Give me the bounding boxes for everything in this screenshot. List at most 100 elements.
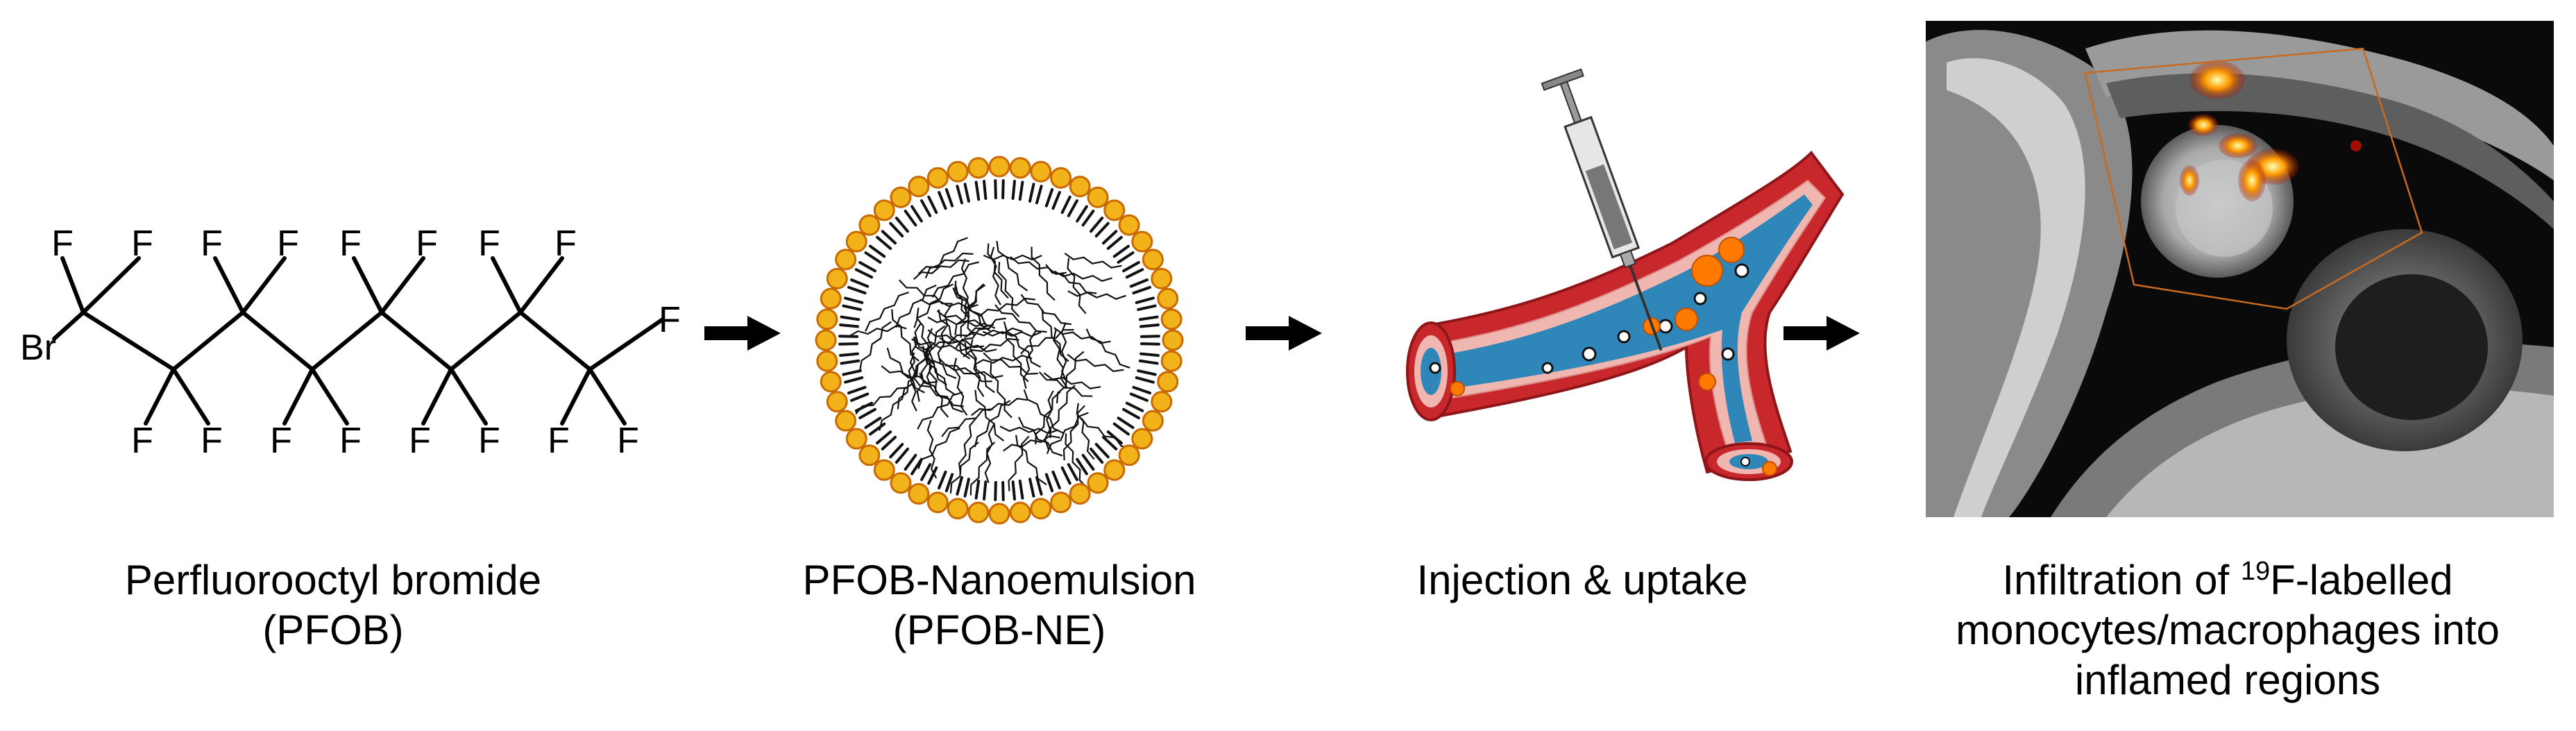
lipid-head (826, 267, 848, 289)
lipid-head (873, 459, 895, 481)
lipid-head (1162, 329, 1184, 351)
pfob-chain (924, 237, 968, 279)
pfob-chain (898, 279, 953, 305)
lipid-tail (1018, 479, 1024, 500)
uptake-hotspots (1450, 237, 1777, 476)
pfob-chain (1018, 417, 1063, 457)
atom-f: F (416, 224, 438, 264)
lipid-tail (1138, 315, 1159, 321)
lipid-head (1157, 371, 1179, 393)
lipid-tail (895, 217, 909, 233)
lipid-head (1009, 157, 1031, 179)
pfob-chain (914, 336, 957, 380)
lipid-tail (920, 463, 932, 481)
lipid-head (926, 491, 949, 514)
lipid-tail (994, 179, 997, 200)
lipid-head (1118, 214, 1140, 236)
lipid-head (1087, 186, 1109, 208)
pfob-chain (1049, 385, 1076, 439)
lipid-head (967, 157, 990, 179)
lipid-tail (864, 417, 882, 429)
atom-f: F (339, 421, 362, 461)
lipid-tail (881, 435, 897, 451)
pfob-chain (913, 259, 969, 280)
lipid-tails (838, 179, 1160, 501)
pfob-chain (1022, 330, 1037, 389)
lipid-head (1131, 230, 1153, 253)
lipid-head (967, 501, 990, 523)
lipid-head (1151, 267, 1173, 289)
atom-f: F (478, 421, 500, 461)
pfob-chain (1067, 353, 1124, 372)
lipid-head (820, 287, 842, 310)
lipid-tail (974, 180, 981, 201)
lipid-tail (854, 268, 874, 279)
lipid-head (1030, 160, 1052, 183)
lipid-tail (876, 235, 892, 250)
caption-mri-line1: Infiltration of 19F-labelled (2002, 557, 2453, 603)
lipid-head (1142, 410, 1164, 432)
isotope-superscript: 19 (2240, 557, 2271, 586)
lipid-tail (1106, 430, 1123, 445)
lipid-head (1160, 308, 1183, 330)
lipid-head (820, 371, 842, 393)
arrow-right-icon (1246, 316, 1322, 351)
lipid-tail (927, 195, 938, 215)
pfob-chain (971, 397, 1028, 417)
lipid-tail (994, 480, 997, 501)
atom-f: F (277, 224, 299, 264)
lipid-head (1050, 167, 1072, 189)
lipid-tail (1129, 392, 1149, 402)
lipid-tail (944, 473, 954, 493)
lipid-heads (815, 156, 1184, 525)
lipid-tail (864, 251, 882, 264)
lipid-tail (1060, 466, 1071, 485)
atom-f: F (201, 224, 223, 264)
caption-ne-line1: PFOB-Nanoemulsion (802, 557, 1196, 603)
lipid-head (826, 391, 848, 413)
lipid-tail (938, 191, 947, 210)
lipid-tail (844, 296, 864, 304)
pfob-chain (949, 442, 979, 494)
pfob-chain (974, 400, 1011, 448)
lipid-tail (910, 205, 923, 223)
lipid-tail (1139, 335, 1160, 338)
lipid-head (815, 329, 837, 351)
lipid-head (1087, 472, 1109, 494)
lipid-head (1030, 498, 1052, 520)
pfob-chain (939, 337, 997, 353)
pfob-chain (917, 252, 974, 275)
lipid-tail (1101, 230, 1118, 245)
atom-f: F (548, 421, 570, 461)
lipid-head (1131, 428, 1153, 450)
pfob-chain (891, 309, 920, 362)
lipid-head (873, 199, 895, 221)
lipid-head (908, 176, 930, 198)
mri-image (1926, 21, 2554, 517)
lipid-tail (1090, 217, 1104, 233)
lipid-tail (847, 285, 867, 295)
lipid-tail (1139, 352, 1160, 358)
pfob-chain (952, 287, 996, 329)
caption-nanoemulsion: PFOB-Nanoemulsion (PFOB-NE) (749, 555, 1249, 655)
lipid-tail (963, 183, 970, 203)
pfob-chain (999, 426, 1059, 435)
atom-br: Br (20, 328, 56, 368)
acquisition-slab-outline (2084, 47, 2423, 310)
pfob-chain (1020, 294, 1071, 326)
caption-mri: Infiltration of 19F-labelled monocytes/m… (1888, 555, 2568, 705)
pfob-chain (990, 246, 1001, 305)
lipid-tail (1081, 453, 1095, 471)
atom-f: F (339, 224, 362, 264)
lipid-head (988, 156, 1010, 178)
caption-mri-line3: inflamed regions (2074, 657, 2381, 703)
lipid-tail (1051, 470, 1061, 489)
lipid-tail (1051, 191, 1061, 210)
pfob-chain (926, 419, 938, 479)
lipid-tail (858, 407, 876, 419)
lipid-tail (904, 453, 917, 471)
lipid-head (1157, 287, 1179, 310)
atom-f: F (617, 421, 639, 461)
lipid-head (908, 482, 930, 505)
lipid-head (845, 230, 867, 253)
